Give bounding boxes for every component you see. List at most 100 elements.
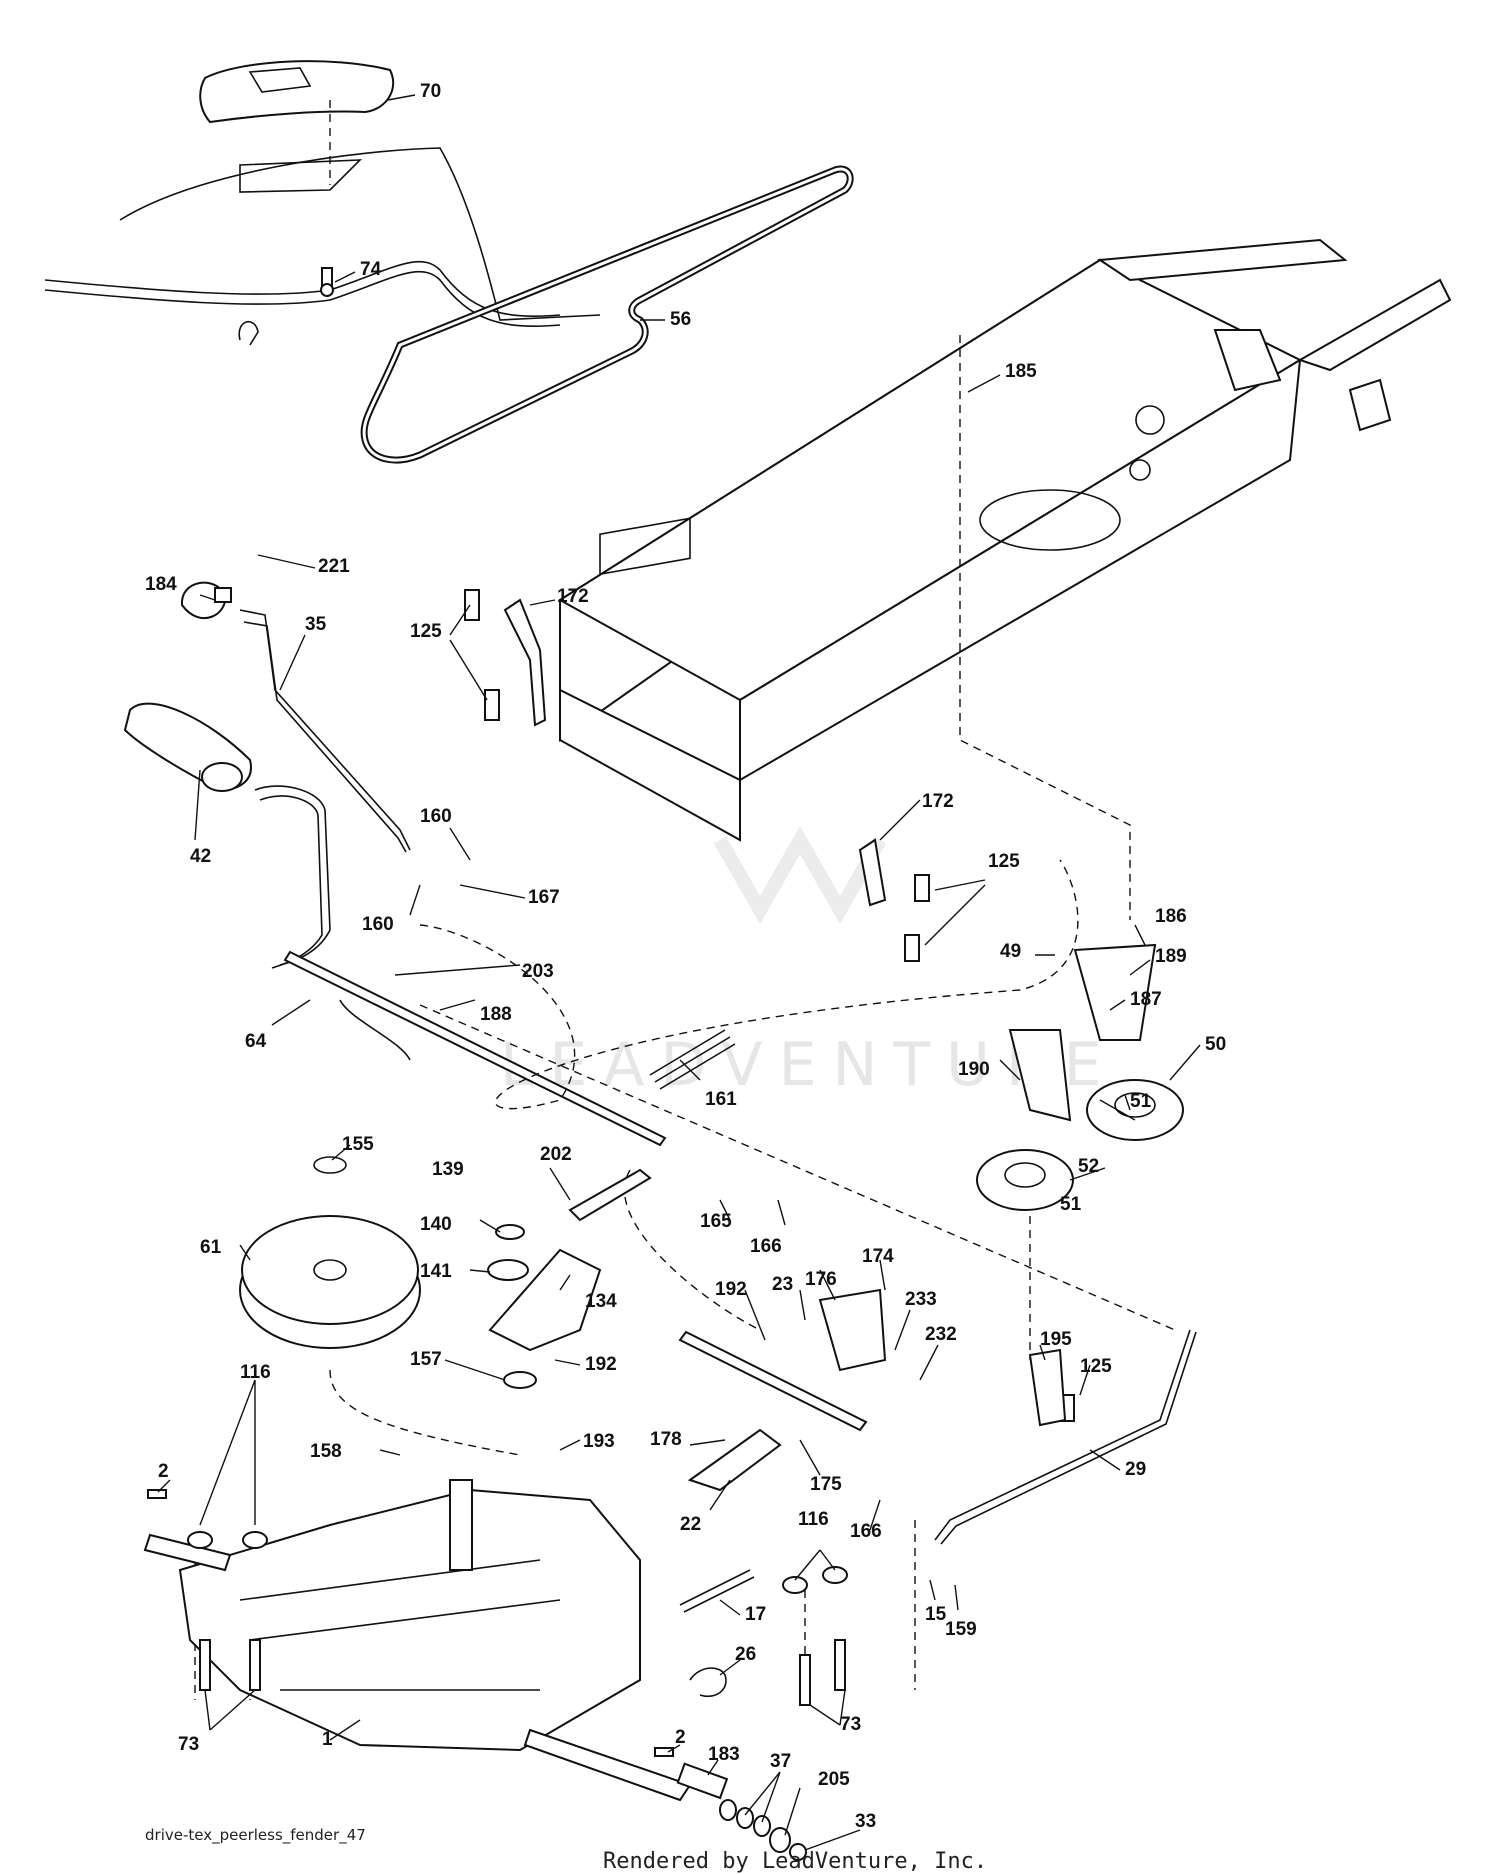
callout-183: 183: [708, 1744, 740, 1765]
callout-22: 22: [680, 1514, 701, 1535]
tractor-frame: [558, 238, 1452, 842]
drive-belt-56: [360, 165, 854, 464]
callout-42: 42: [190, 846, 211, 867]
fender-cover-70: [199, 60, 395, 185]
callout-140: 140: [420, 1214, 452, 1235]
spring-17: [679, 1569, 755, 1613]
callout-139: 139: [432, 1159, 464, 1180]
diagram-source-label: drive-tex_peerless_fender_47: [145, 1826, 366, 1845]
callout-178: 178: [650, 1429, 682, 1450]
callout-184: 184: [145, 574, 177, 595]
control-shaft-175: [678, 1330, 868, 1492]
washers-140-141-157: [487, 1224, 537, 1389]
callout-186: 186: [1155, 906, 1187, 927]
callout-50: 50: [1205, 1034, 1226, 1055]
callout-73b: 73: [840, 1714, 861, 1735]
callout-33: 33: [855, 1811, 876, 1832]
callout-189: 189: [1155, 946, 1187, 967]
callout-125b: 125: [988, 851, 1020, 872]
callout-160b: 160: [362, 914, 394, 935]
callout-26: 26: [735, 1644, 756, 1665]
callout-15: 15: [925, 1604, 947, 1625]
bracket-176: [818, 1288, 887, 1372]
bracket-134: [488, 1248, 602, 1352]
callout-195: 195: [1040, 1329, 1072, 1350]
callout-29: 29: [1125, 1459, 1146, 1480]
callout-35: 35: [305, 614, 327, 635]
callout-37: 37: [770, 1751, 791, 1772]
callout-188: 188: [480, 1004, 512, 1025]
callout-202: 202: [540, 1144, 572, 1165]
spring-161: [649, 1029, 736, 1090]
callout-125c: 125: [1080, 1356, 1112, 1377]
pulley-61: [239, 1215, 421, 1349]
callout-labels: 70 74 56 185 221 184 35 125 172 42 160 1…: [145, 81, 1226, 1832]
callout-134: 134: [585, 1291, 617, 1312]
idler-arm-190: [1008, 1029, 1072, 1122]
callout-17: 17: [745, 1604, 766, 1625]
pin-2: [147, 1489, 674, 1757]
callout-116a: 116: [240, 1362, 271, 1383]
callout-232: 232: [925, 1324, 957, 1345]
knob-184: [180, 581, 232, 620]
callout-2b: 2: [675, 1727, 686, 1748]
pulley-50: [1086, 1079, 1184, 1141]
bracket-195: [1028, 1348, 1067, 1427]
spacer-183-washers: [676, 1762, 807, 1861]
callout-166b: 166: [850, 1521, 882, 1542]
callout-61: 61: [200, 1237, 222, 1258]
callout-175: 175: [810, 1474, 842, 1495]
callout-159: 159: [945, 1619, 977, 1640]
callout-73a: 73: [178, 1734, 199, 1755]
screw-74: [320, 267, 334, 297]
callout-158: 158: [310, 1441, 342, 1462]
bracket-172b: [858, 838, 887, 907]
callout-23: 23: [772, 1274, 793, 1295]
callout-205: 205: [818, 1769, 850, 1790]
pedal-pad-42: [123, 702, 252, 792]
callout-155: 155: [342, 1134, 374, 1155]
idler-bracket-189: [1073, 943, 1157, 1041]
bracket-172a: [503, 598, 547, 727]
callout-221: 221: [318, 556, 350, 577]
pedal-arm-64: [254, 785, 331, 969]
callout-192a: 192: [715, 1279, 747, 1300]
callout-203: 203: [522, 961, 554, 982]
callout-192b: 192: [585, 1354, 617, 1375]
callout-51a: 51: [1130, 1091, 1152, 1112]
clip-221: [238, 320, 259, 346]
rendered-by-credit: Rendered by LeadVenture, Inc.: [603, 1849, 987, 1874]
callout-116b: 116: [798, 1509, 829, 1530]
rod-35: [239, 609, 411, 853]
callout-70: 70: [420, 81, 441, 102]
callout-1: 1: [322, 1729, 333, 1750]
shaft-cross: [283, 950, 667, 1147]
callout-174: 174: [862, 1246, 894, 1267]
callout-185: 185: [1005, 361, 1037, 382]
watermark-logo: [713, 825, 887, 925]
callout-56: 56: [670, 309, 691, 330]
callout-176: 176: [805, 1269, 837, 1290]
bolts-125: [464, 589, 1075, 1422]
callout-2a: 2: [158, 1461, 169, 1482]
callout-165: 165: [700, 1211, 732, 1232]
watermark-text: LEADVENTURE: [500, 1030, 1118, 1100]
spring-26: [689, 1667, 727, 1697]
callout-74: 74: [360, 259, 382, 280]
callout-125a: 125: [410, 621, 442, 642]
callout-52: 52: [1078, 1156, 1099, 1177]
callout-141: 141: [420, 1261, 452, 1282]
callout-49: 49: [1000, 941, 1021, 962]
lever-202: [568, 1168, 652, 1222]
callout-187: 187: [1130, 989, 1162, 1010]
ring-155: [313, 1156, 347, 1174]
callout-160a: 160: [420, 806, 452, 827]
callout-64: 64: [245, 1031, 267, 1052]
callout-172b: 172: [922, 791, 954, 812]
callout-233: 233: [905, 1289, 937, 1310]
rod-29: [934, 1329, 1197, 1545]
callout-166a: 166: [750, 1236, 782, 1257]
callout-51b: 51: [1060, 1194, 1082, 1215]
nuts-116: [187, 1531, 848, 1594]
